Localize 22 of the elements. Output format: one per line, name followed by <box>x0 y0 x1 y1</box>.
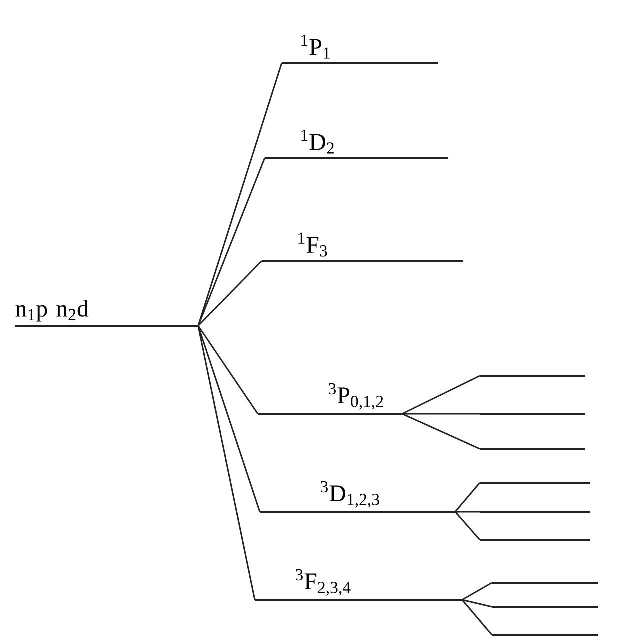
connector-line <box>198 158 266 326</box>
energy-level: $^{3}$D$_{1,2,3}$ <box>260 481 456 513</box>
connector-line <box>198 326 256 600</box>
connector-line <box>455 511 480 513</box>
energy-level: $^{1}$D$_{2}$ <box>265 130 448 159</box>
connector-line <box>454 482 481 512</box>
connector-line <box>462 600 493 636</box>
connector-line <box>402 375 480 415</box>
connector-line <box>198 326 259 414</box>
connector-line <box>198 260 263 327</box>
connector-line <box>462 582 492 601</box>
connector-line <box>402 413 480 415</box>
energy-level: $^{3}$P$_{0,1,2}$ <box>258 383 402 415</box>
energy-level: $^{1}$F$_{3}$ <box>262 232 464 262</box>
connector-line <box>462 599 492 608</box>
connector-line <box>454 512 481 540</box>
energy-level: $^{3}$F$_{2,3,4}$ <box>255 569 462 601</box>
energy-level: $^{1}$P$_{1}$ <box>282 34 438 64</box>
energy-level: n$_{1}$p n$_{2}$d <box>15 300 198 327</box>
connector-line <box>402 413 480 450</box>
connector-line <box>198 326 261 512</box>
connector-line <box>198 62 283 326</box>
